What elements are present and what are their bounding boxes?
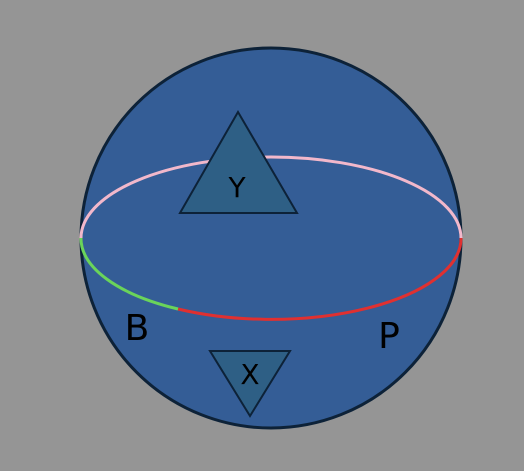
label-b: B xyxy=(125,308,150,349)
equator-front-red-arc xyxy=(177,237,463,321)
upward-triangle xyxy=(178,110,299,214)
equator-front-green-arc xyxy=(79,237,179,311)
label-p: P xyxy=(378,316,400,357)
triangle-top-label: Y xyxy=(227,171,246,204)
downward-triangle xyxy=(208,350,292,418)
triangle-bottom-label: X xyxy=(240,358,259,391)
equator-back-arc xyxy=(79,155,463,239)
